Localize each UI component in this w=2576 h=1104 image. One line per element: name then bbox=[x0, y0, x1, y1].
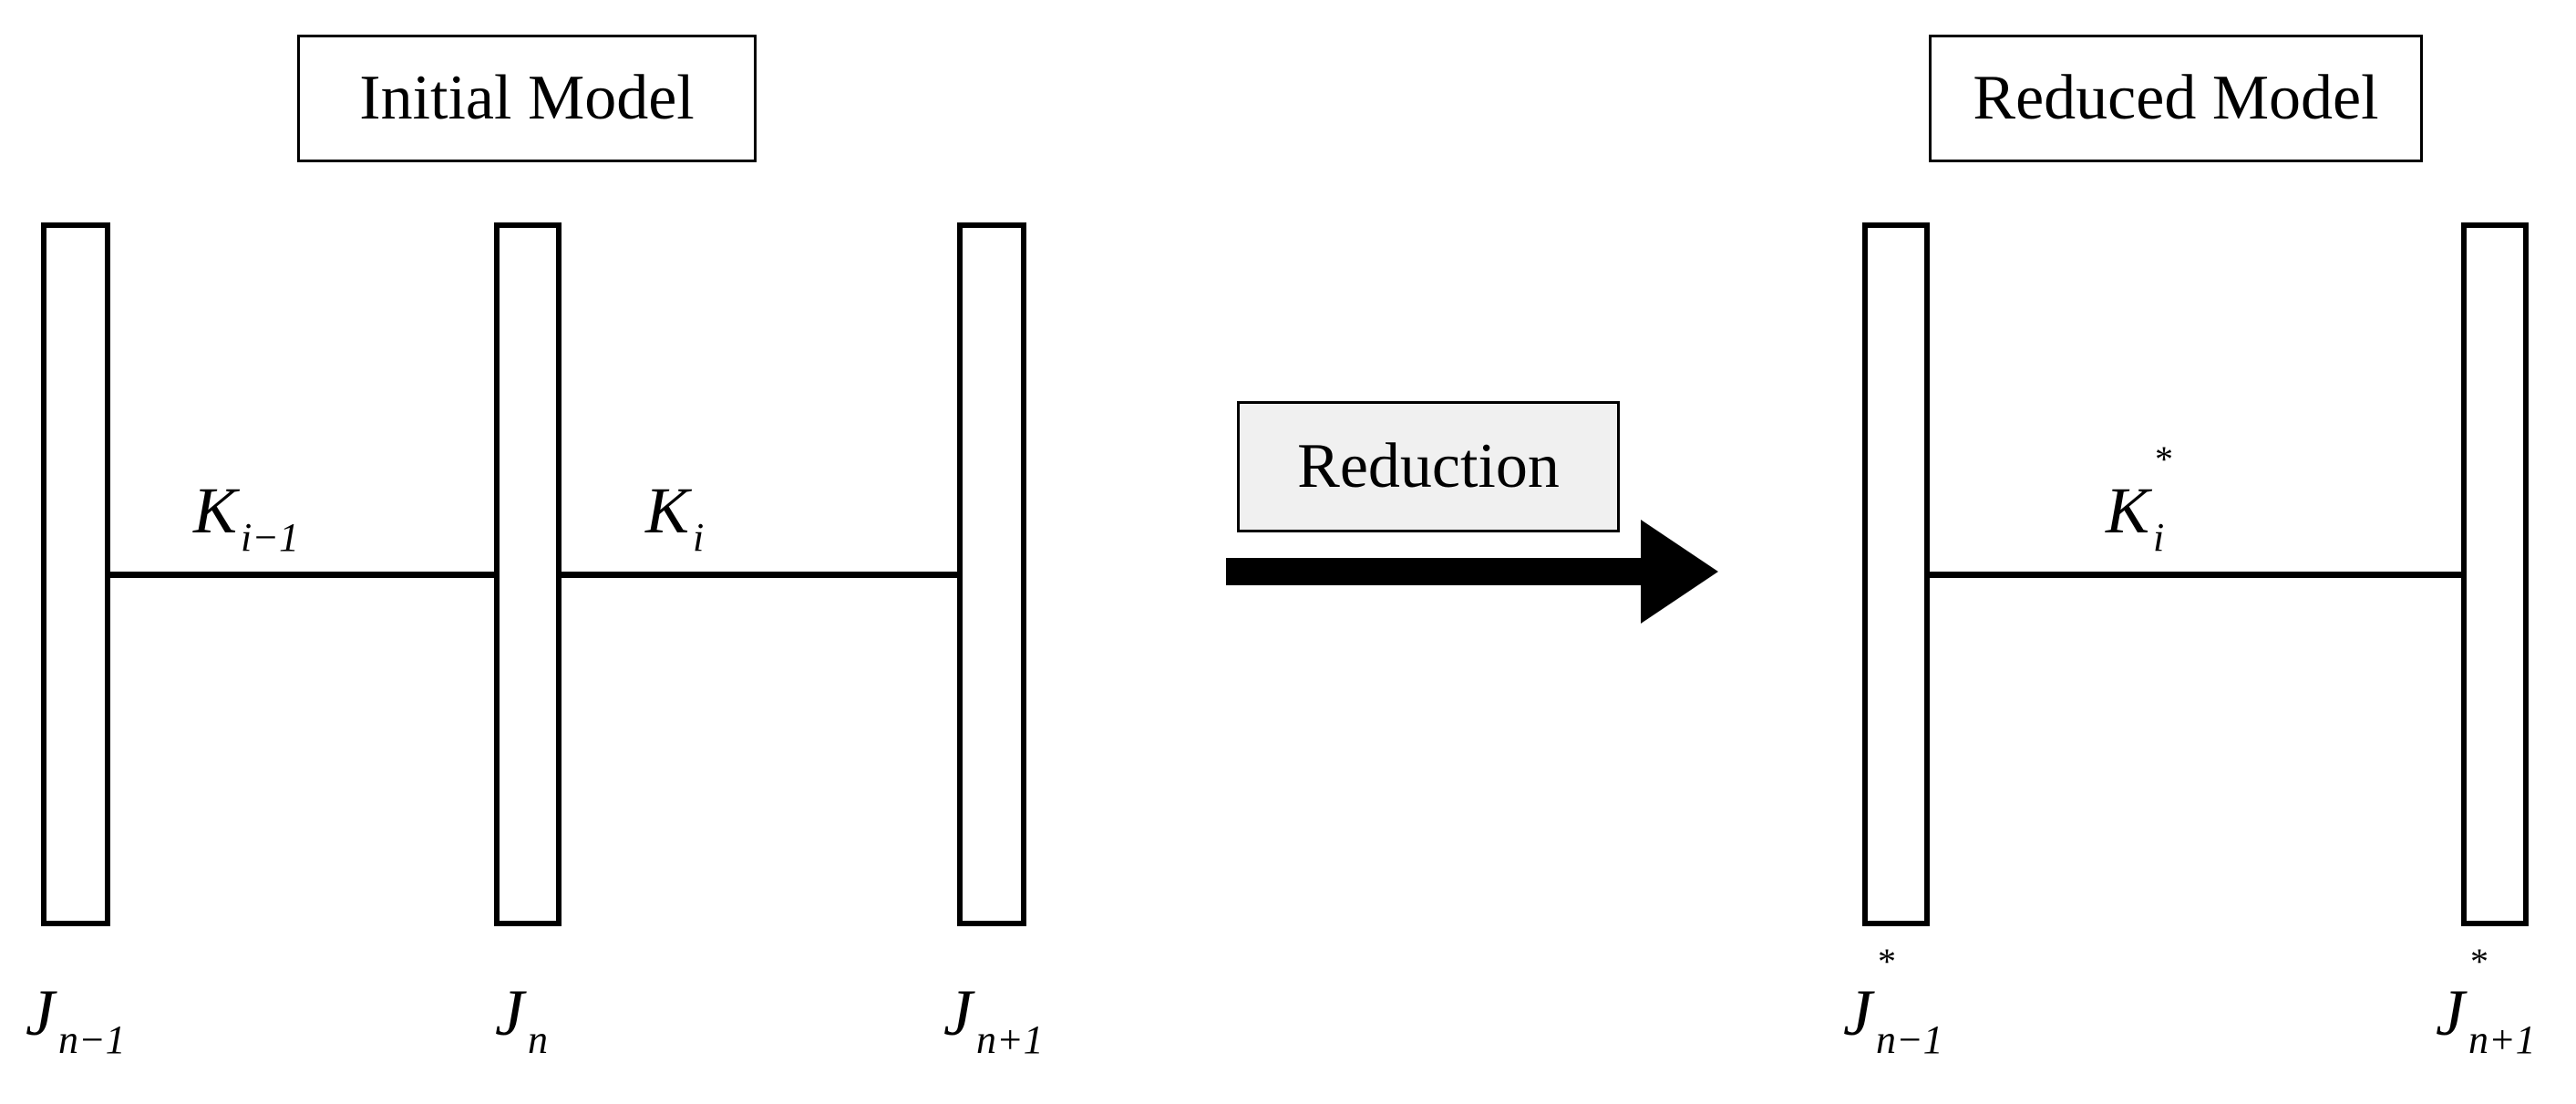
inertia-label-j-n-plus-1: Jn+1 bbox=[943, 976, 1044, 1062]
shaft-k-i bbox=[562, 572, 957, 578]
reduced-inertia-plate-n-minus-1 bbox=[1862, 222, 1930, 926]
inertia-label-j-n: Jn bbox=[495, 976, 548, 1062]
inertia-plate-n bbox=[494, 222, 562, 926]
stiffness-label-k-i: Ki bbox=[645, 474, 705, 560]
inertia-plate-n-minus-1 bbox=[41, 222, 110, 926]
stiffness-label-k-i-star: K*i bbox=[2106, 439, 2174, 560]
reduced-model-title: Reduced Model bbox=[1929, 35, 2423, 162]
reduced-inertia-plate-n-plus-1 bbox=[2461, 222, 2529, 926]
reduced-inertia-label-j-n-plus-1: J*n+1 bbox=[2436, 941, 2536, 1062]
stiffness-label-k-i-minus-1: Ki−1 bbox=[193, 474, 299, 560]
reduction-arrow-icon bbox=[1226, 520, 1718, 624]
reduced-inertia-label-j-n-minus-1: J*n−1 bbox=[1843, 941, 1943, 1062]
inertia-plate-n-plus-1 bbox=[957, 222, 1026, 926]
reduction-label: Reduction bbox=[1237, 401, 1620, 532]
inertia-label-j-n-minus-1: Jn−1 bbox=[26, 976, 126, 1062]
shaft-k-i-star bbox=[1930, 572, 2461, 578]
shaft-k-i-minus-1 bbox=[110, 572, 494, 578]
initial-model-title: Initial Model bbox=[297, 35, 757, 162]
